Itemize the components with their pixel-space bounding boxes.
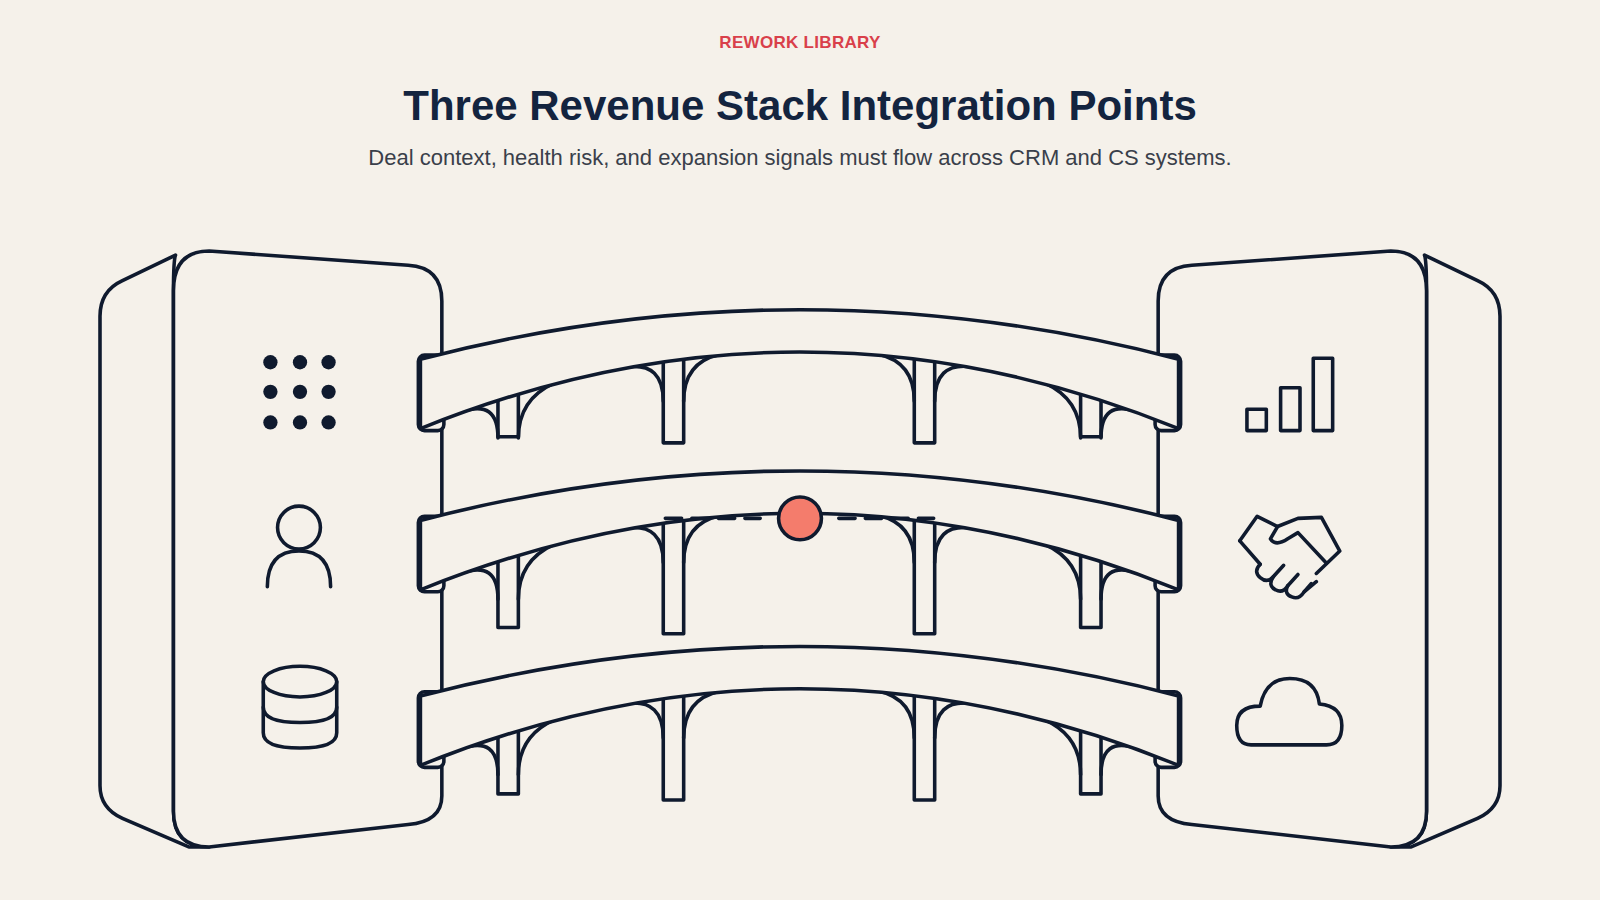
chart-icon [1247, 358, 1333, 430]
bridge-pier [663, 358, 683, 442]
handshake-icon [1240, 516, 1340, 597]
person-icon [267, 506, 330, 587]
kicker-label: REWORK LIBRARY [0, 33, 1600, 53]
bridge-arch [879, 516, 915, 563]
bridge-pier [663, 520, 683, 634]
bridge-deck [420, 471, 1178, 590]
page-caption: Deal context, health risk, and expansion… [0, 145, 1600, 171]
database-icon [263, 666, 336, 748]
bridge-pier [498, 732, 518, 794]
bridge-arch [462, 745, 498, 774]
bridge-arch [1101, 409, 1137, 438]
bridge-arch [879, 691, 915, 738]
right-tower [1158, 251, 1500, 847]
bridge-arch [1101, 570, 1137, 599]
bridge-arch [628, 528, 664, 563]
bridge-arch [935, 527, 971, 562]
signal-dot [779, 497, 822, 540]
bridge-arch [628, 366, 664, 401]
bridge-deck [420, 646, 1178, 765]
bridge-pier [663, 695, 683, 800]
bridges [418, 310, 1180, 800]
bridge-arch [462, 409, 498, 438]
bridge-pier [1081, 395, 1101, 437]
cloud-icon [1237, 679, 1342, 745]
left-tower [100, 251, 442, 847]
bridge-arch [935, 366, 971, 401]
bridge-arch [684, 691, 720, 738]
page-title: Three Revenue Stack Integration Points [0, 82, 1600, 130]
bridge-pier [914, 520, 934, 634]
bridge-arch [935, 703, 971, 738]
bridge-pier [1081, 732, 1101, 794]
bridge-deck [420, 310, 1178, 429]
bridge-pier [1081, 556, 1101, 627]
bridge-pier [914, 358, 934, 443]
bridge-arch [684, 516, 720, 563]
bridge-arch [462, 570, 498, 599]
grid-icon [263, 355, 335, 429]
bridge-arch [684, 354, 720, 401]
bridge-pier [914, 695, 934, 800]
bridge-arch [1101, 745, 1137, 774]
bridge-arch [628, 703, 664, 738]
bridge-pier [498, 395, 518, 437]
bridge-arch [879, 354, 915, 401]
bridge-pier [498, 556, 518, 627]
